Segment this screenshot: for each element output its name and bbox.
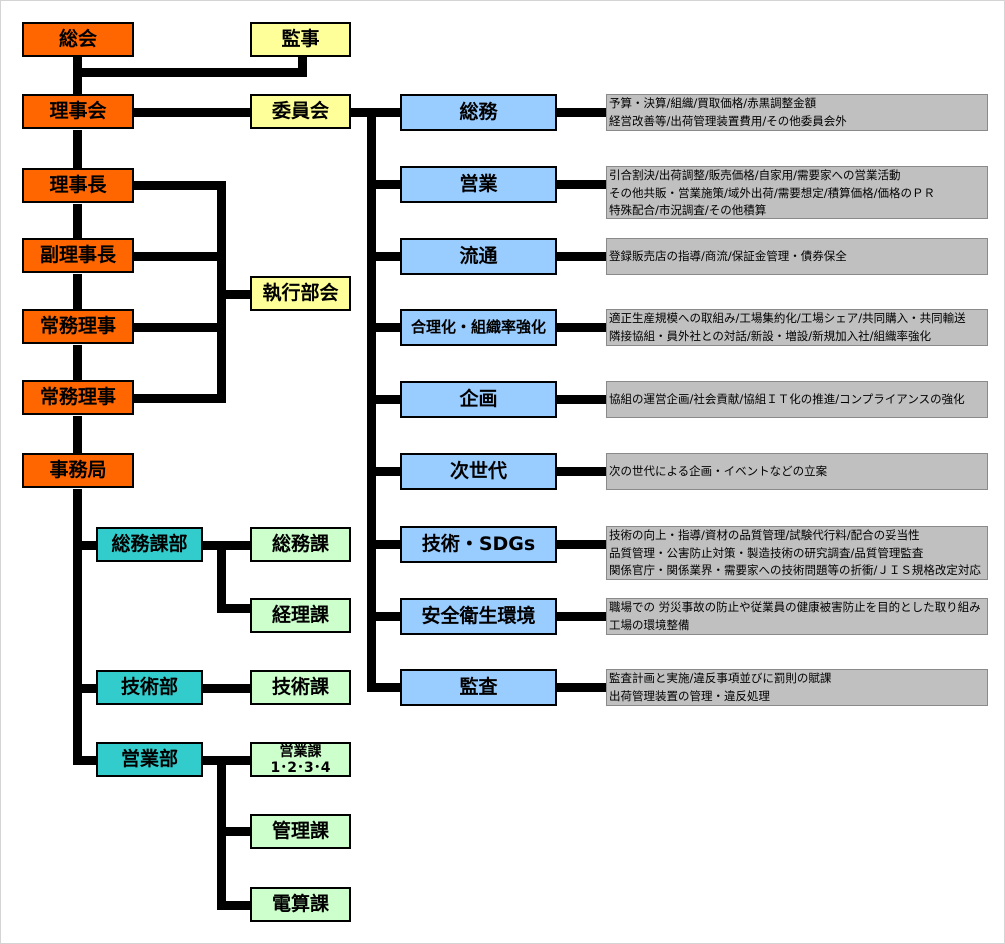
desc-line: 登録販売店の指導/商流/保証金管理・債券保全 [609, 249, 847, 263]
shikkoubukai-label: 執行部会 [262, 282, 339, 305]
fukurijichou-box: 副理事長 [22, 238, 134, 273]
dept-box-soumukabu: 総務課部 [96, 527, 203, 562]
desc-line: 工場の環境整備 [609, 617, 690, 632]
soukai-box: 総会 [22, 22, 134, 57]
committee-desc-jisedai: 次の世代による企画・イベントなどの立案 [606, 453, 988, 490]
committee-desc-soumu: 予算・決算/組織/買取価格/赤黒調整金額 経営改善等/出荷管理装置費用/その他委… [606, 94, 988, 131]
rijichou-box: 理事長 [22, 168, 134, 203]
desc-line: 監査計画と実施/違反事項並びに罰則の賦課 [609, 671, 832, 685]
iinkai-label: 委員会 [271, 100, 329, 123]
committee-box-gijutsu-sdgs: 技術・SDGs [400, 526, 557, 563]
desc-line: 隣接協組・員外社との対話/新設・増設/新規加入社/組織率強化 [609, 328, 932, 343]
committee-label: 合理化・組織率強化 [410, 318, 546, 337]
committee-desc-ryuutsuu: 登録販売店の指導/商流/保証金管理・債券保全 [606, 238, 988, 275]
dept-label: 総務課部 [111, 533, 188, 556]
committee-label: 監査 [459, 676, 498, 699]
committee-desc-eigyou: 引合割決/出荷調整/販売価格/自家用/需要家への営業活動 その他共販・営業施策/… [606, 166, 988, 219]
rijikai-label: 理事会 [49, 100, 107, 123]
committee-desc-gourika: 適正生産規模への取組み/工場集約化/工場シェア/共同購入・共同輸送 隣接協組・員… [606, 309, 988, 346]
desc-line: 協組の運営企画/社会貢献/協組ＩＴ化の推進/コンプライアンスの強化 [609, 392, 965, 406]
rijichou-label: 理事長 [49, 174, 107, 197]
desc-line: 引合割決/出荷調整/販売価格/自家用/需要家への営業活動 [609, 168, 901, 182]
desc-line: 特殊配合/市況調査/その他積算 [609, 203, 767, 217]
desc-line: 適正生産規模への取組み/工場集約化/工場シェア/共同購入・共同輸送 [609, 311, 966, 325]
iinkai-box: 委員会 [250, 94, 351, 129]
committee-desc-gijutsu-sdgs: 技術の向上・指導/資材の品質管理/試験代行料/配合の妥当性 品質管理・公害防止対… [606, 526, 988, 580]
dept-box-eigyoubu: 営業部 [96, 742, 203, 777]
section-box-kanrika: 管理課 [250, 814, 351, 849]
desc-line: 職場での 労災事故の防止や従業員の健康被害防止を目的とした取り組み [609, 600, 981, 614]
desc-line: 品質管理・公害防止対策・製造技術の研究調査/品質管理監査 [609, 545, 924, 560]
dept-label: 営業部 [120, 748, 178, 771]
desc-line: 予算・決算/組織/買取価格/赤黒調整金額 [609, 96, 817, 110]
section-label: 電算課 [271, 893, 329, 916]
dept-box-gijutsubu: 技術部 [96, 670, 203, 705]
kanji-box: 監事 [250, 22, 351, 57]
section-box-densanka: 電算課 [250, 887, 351, 922]
section-box-gijutsuka: 技術課 [250, 670, 351, 705]
section-label: 管理課 [271, 820, 329, 843]
soukai-label: 総会 [58, 28, 97, 51]
committee-label: 営業 [459, 173, 498, 196]
joumu-riji-box-2: 常務理事 [22, 380, 134, 415]
dept-label: 技術部 [120, 676, 178, 699]
fukurijichou-label: 副理事長 [39, 244, 116, 267]
committee-desc-kansa: 監査計画と実施/違反事項並びに罰則の賦課 出荷管理装置の管理・違反処理 [606, 669, 988, 706]
section-box-soumuka: 総務課 [250, 527, 351, 562]
committee-label: 流通 [459, 245, 498, 268]
committee-label: 企画 [459, 388, 498, 411]
jimukyoku-box: 事務局 [22, 453, 134, 488]
joumu-riji-label-1: 常務理事 [39, 315, 116, 338]
section-label-numbers: 1･2･3･4 [270, 759, 331, 776]
section-label: 技術課 [271, 676, 329, 699]
committee-desc-kikaku: 協組の運営企画/社会貢献/協組ＩＴ化の推進/コンプライアンスの強化 [606, 381, 988, 418]
committee-box-kansa: 監査 [400, 669, 557, 706]
committee-box-ryuutsuu: 流通 [400, 238, 557, 275]
section-box-eigyouka: 営業課 1･2･3･4 [250, 742, 351, 777]
desc-line: 次の世代による企画・イベントなどの立案 [609, 464, 828, 478]
jimukyoku-label: 事務局 [49, 459, 107, 482]
joumu-riji-label-2: 常務理事 [39, 386, 116, 409]
rijikai-box: 理事会 [22, 94, 134, 129]
committee-label: 総務 [459, 101, 498, 124]
desc-line: 経営改善等/出荷管理装置費用/その他委員会外 [609, 113, 847, 128]
desc-line: 技術の向上・指導/資材の品質管理/試験代行料/配合の妥当性 [609, 528, 920, 542]
committee-box-eigyou: 営業 [400, 166, 557, 203]
desc-line: 出荷管理装置の管理・違反処理 [609, 688, 770, 703]
shikkoubukai-box: 執行部会 [250, 276, 351, 311]
committee-label: 安全衛生環境 [421, 605, 536, 628]
section-box-keirika: 経理課 [250, 598, 351, 633]
committee-label: 技術・SDGs [421, 533, 536, 556]
committee-box-anzen: 安全衛生環境 [400, 598, 557, 635]
section-label: 経理課 [271, 604, 329, 627]
section-label: 営業課 [279, 743, 322, 760]
committee-box-jisedai: 次世代 [400, 453, 557, 490]
desc-line: 関係官庁・関係業界・需要家への技術問題等の折衝/ＪＩＳ規格改定対応 [609, 563, 981, 577]
section-label: 総務課 [271, 533, 329, 556]
committee-desc-anzen: 職場での 労災事故の防止や従業員の健康被害防止を目的とした取り組み 工場の環境整… [606, 598, 988, 635]
joumu-riji-box-1: 常務理事 [22, 309, 134, 344]
committee-box-gourika: 合理化・組織率強化 [400, 309, 557, 346]
kanji-label: 監事 [281, 28, 320, 51]
committee-label: 次世代 [449, 460, 507, 483]
desc-line: その他共販・営業施策/域外出荷/需要想定/積算価格/価格のＰＲ [609, 185, 935, 200]
committee-box-kikaku: 企画 [400, 381, 557, 418]
committee-box-soumu: 総務 [400, 94, 557, 131]
